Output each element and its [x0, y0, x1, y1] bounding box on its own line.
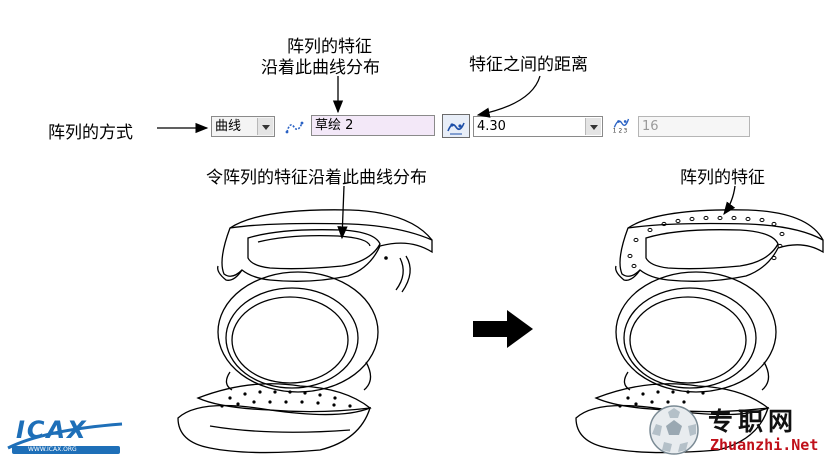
patterned-holes — [627, 215, 785, 269]
site-name-cn: 专职网 — [708, 407, 799, 436]
spacing-leader — [476, 75, 541, 118]
spacing-distance-value: 4.30 — [477, 119, 506, 134]
zhuanzhi-logo: 专职网 Zhuanzhi.Net — [648, 402, 828, 458]
annotation-result: 阵列的特征 — [680, 168, 765, 188]
annotation-spacing: 特征之间的距离 — [469, 55, 588, 75]
spacing-distance-dropdown[interactable]: 4.30 — [473, 116, 603, 137]
part-after-drawing — [575, 209, 824, 454]
icax-url: WWW.ICAX.ORG — [28, 446, 77, 453]
annotation-feature-line1: 阵列的特征 — [287, 37, 372, 57]
chevron-down-icon[interactable] — [257, 118, 273, 135]
icax-swoosh-icon — [7, 422, 123, 454]
annotation-instruction: 令阵列的特征沿着此曲线分布 — [206, 168, 427, 188]
icax-logo: ICAX WWW.ICAX.ORG — [4, 410, 126, 458]
base-holes — [220, 256, 388, 408]
svg-text:1: 1 — [613, 128, 617, 134]
spacing-toggle-button[interactable] — [442, 114, 470, 138]
annotation-method: 阵列的方式 — [48, 123, 133, 143]
site-name-en: Zhuanzhi.Net — [710, 436, 819, 454]
part-before-drawing — [177, 209, 433, 454]
curve-reference-field[interactable]: 草绘 2 — [311, 115, 435, 136]
count-icon[interactable]: 1 2 3 — [611, 114, 631, 134]
instruction-leader — [337, 185, 348, 240]
soccer-ball-icon — [649, 405, 699, 455]
pattern-method-value: 曲线 — [215, 119, 242, 134]
result-leader — [723, 185, 736, 216]
pattern-count-field[interactable]: 16 — [638, 116, 750, 137]
annotation-feature-line2: 沿着此曲线分布 — [261, 58, 380, 78]
transition-arrow-icon — [473, 310, 533, 348]
curve-sketch-icon[interactable] — [285, 117, 305, 137]
curve-reference-value: 草绘 2 — [315, 118, 354, 133]
svg-text:3: 3 — [624, 128, 628, 134]
pattern-method-dropdown[interactable]: 曲线 — [211, 116, 275, 137]
svg-text:2: 2 — [619, 128, 623, 134]
icax-logo-text: ICAX — [16, 416, 88, 444]
pattern-count-value: 16 — [642, 119, 659, 134]
spacing-icon — [447, 122, 465, 135]
chevron-down-icon[interactable] — [585, 118, 601, 135]
